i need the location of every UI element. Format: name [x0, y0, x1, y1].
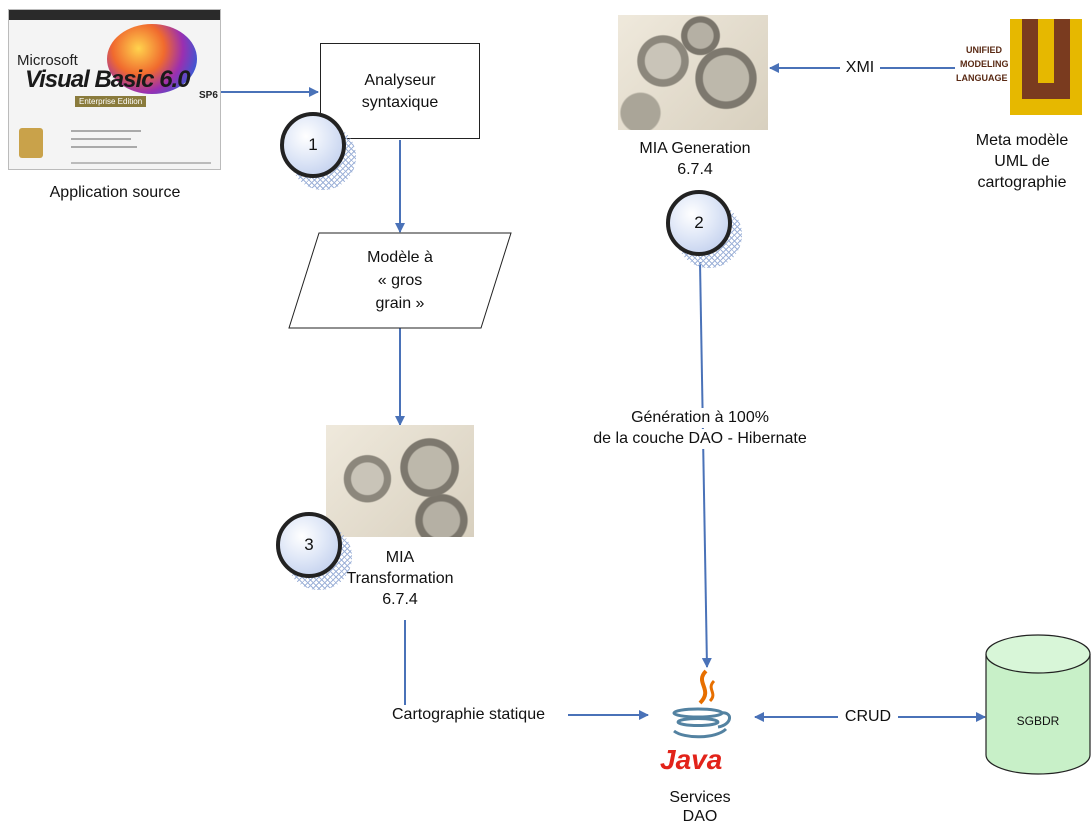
uml-logo-text-3: LANGUAGE — [956, 73, 1008, 83]
step-2-number: 2 — [666, 190, 732, 256]
sgbdr-label: SGBDR — [1016, 714, 1060, 728]
services-dao-label-line1: Services — [669, 789, 731, 806]
xmi-edge-label: XMI — [840, 58, 880, 78]
meta-modele-label-line1: Meta modèle — [975, 132, 1069, 149]
mia-transformation-label-line2: Transformation — [346, 570, 454, 587]
arrow-mia-generation-to-java — [699, 261, 712, 668]
uml-logo: UNIFIED MODELING LANGUAGE — [956, 17, 1088, 121]
sgbdr-database-icon — [985, 634, 1091, 775]
step-3-circle: 3 — [276, 512, 352, 590]
generation-edge-label-line2: de la couche DAO - Hibernate — [575, 429, 825, 449]
crud-edge-label: CRUD — [838, 707, 898, 727]
services-dao-label-line2: DAO — [682, 808, 718, 825]
modele-label-line1: Modèle à — [367, 249, 433, 266]
analyseur-label-line2: syntaxique — [361, 94, 439, 111]
mia-transformation-label-line1: MIA — [385, 549, 415, 566]
mia-transformation-label-line3: 6.7.4 — [382, 591, 418, 608]
modele-label-line3: grain » — [375, 295, 425, 312]
modele-gros-grain-shape — [288, 232, 512, 329]
uml-logo-text-1: UNIFIED — [966, 45, 1002, 55]
mia-generation-label-line2: 6.7.4 — [677, 161, 713, 178]
visual-basic-logo: Microsoft Visual Basic 6.0 Enterprise Ed… — [8, 9, 221, 170]
meta-modele-label-line2: UML de — [994, 153, 1050, 170]
gears-image-transformation — [326, 425, 474, 537]
mia-generation-label-line1: MIA Generation — [639, 140, 751, 157]
java-logo: Java — [654, 667, 744, 777]
step-1-circle: 1 — [280, 112, 356, 190]
java-coffee-cup-icon — [672, 669, 731, 739]
analyseur-label-line1: Analyseur — [364, 72, 436, 89]
step-2-circle: 2 — [666, 190, 742, 268]
step-3-number: 3 — [276, 512, 342, 578]
meta-modele-label-line3: cartographie — [977, 174, 1067, 191]
arrow-mia-transformation-to-java — [404, 620, 649, 720]
generation-edge-label-line1: Génération à 100% — [580, 408, 820, 428]
cartographie-edge-label: Cartographie statique — [392, 705, 568, 725]
analyseur-syntaxique-box: Analyseur syntaxique — [320, 43, 480, 139]
java-logo-text: Java — [660, 744, 723, 775]
gears-image-generation — [618, 15, 768, 130]
modele-label-line2: « gros — [377, 272, 423, 289]
application-source-label: Application source — [49, 184, 181, 201]
step-1-number: 1 — [280, 112, 346, 178]
uml-logo-text-2: MODELING — [960, 59, 1009, 69]
